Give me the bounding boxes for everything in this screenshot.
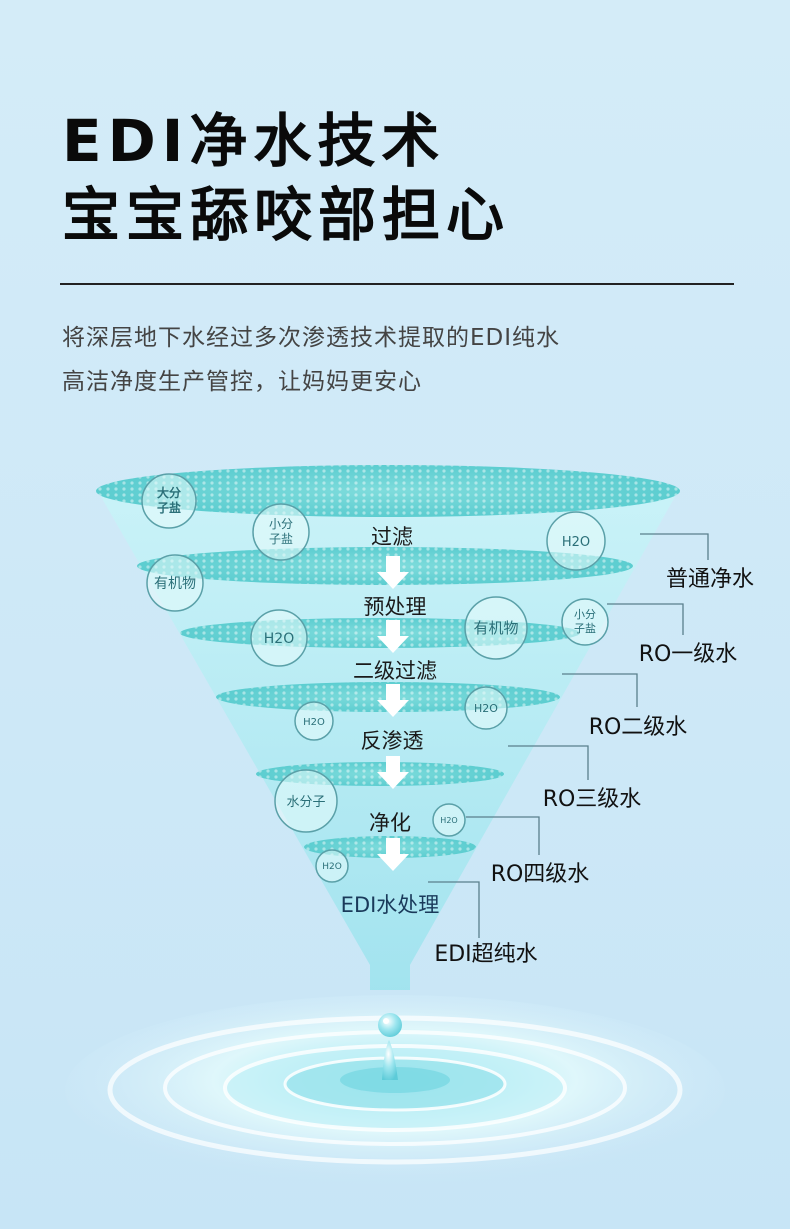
output-label-6: EDI超纯水 [434, 942, 537, 967]
particle-small-salt-1 [252, 503, 310, 561]
particle-h2o-6 [315, 849, 349, 883]
stage-label-1: 过滤 [371, 525, 413, 549]
page-title-line2: 宝宝舔咬部担心 [62, 181, 511, 249]
particle-small-salt-label-1: 小分子盐 [269, 517, 293, 546]
output-label-2: RO一级水 [639, 642, 738, 667]
particle-small-salt-2 [561, 598, 609, 646]
output-label-4: RO三级水 [543, 787, 642, 812]
arrow-down-2 [377, 620, 409, 653]
output-label-5: RO四级水 [491, 862, 590, 887]
particle-big-salt [141, 473, 197, 529]
arrow-down-5 [377, 838, 409, 871]
stage-label-2: 预处理 [364, 595, 427, 619]
particle-water-molecule-label: 水分子 [286, 795, 325, 810]
particle-h2o-label-2: H2O [264, 631, 294, 647]
particle-organic-1 [146, 554, 204, 612]
particle-h2o-5 [432, 803, 466, 837]
stage-label-3: 二级过滤 [353, 659, 437, 683]
particle-small-salt-label-2: 小分子盐 [574, 608, 596, 635]
arrow-down-1 [377, 556, 409, 589]
particle-h2o-label-1: H2O [562, 535, 590, 550]
output-label-3: RO二级水 [589, 715, 688, 740]
description-line1: 将深层地下水经过多次渗透技术提取的EDI纯水 [62, 325, 561, 351]
leader-lines [428, 533, 709, 938]
output-label-1: 普通净水 [666, 567, 754, 592]
particle-h2o-label-3: H2O [303, 717, 325, 728]
title-divider [60, 283, 734, 285]
particle-big-salt-label: 大分子盐 [157, 485, 181, 515]
particle-h2o-4 [464, 686, 508, 730]
stage-label-5: 净化 [369, 811, 411, 835]
description-line2: 高洁净度生产管控，让妈妈更安心 [62, 369, 422, 395]
water-drop-column [382, 1040, 398, 1080]
water-splash [65, 995, 725, 1185]
particle-water-molecule [274, 769, 338, 833]
arrow-down-3 [377, 684, 409, 717]
flow-arrows [377, 556, 409, 871]
stage-label-6: EDI水处理 [341, 893, 440, 917]
particle-h2o-label-5: H2O [440, 816, 457, 825]
page-title-line1: EDI净水技术 [62, 107, 446, 175]
particle-organic-2 [464, 596, 528, 660]
particles [141, 473, 609, 883]
particle-organic-label-2: 有机物 [473, 619, 518, 637]
arrow-down-4 [377, 756, 409, 789]
particle-h2o-2 [250, 609, 308, 667]
particle-organic-label-1: 有机物 [154, 576, 196, 592]
particle-h2o-label-4: H2O [474, 702, 498, 715]
water-drop [378, 1013, 402, 1037]
particle-h2o-3 [294, 701, 334, 741]
funnel-body [96, 488, 680, 990]
stage-label-4: 反渗透 [361, 729, 424, 753]
particle-h2o-1 [546, 511, 606, 571]
particle-h2o-label-6: H2O [322, 862, 342, 872]
